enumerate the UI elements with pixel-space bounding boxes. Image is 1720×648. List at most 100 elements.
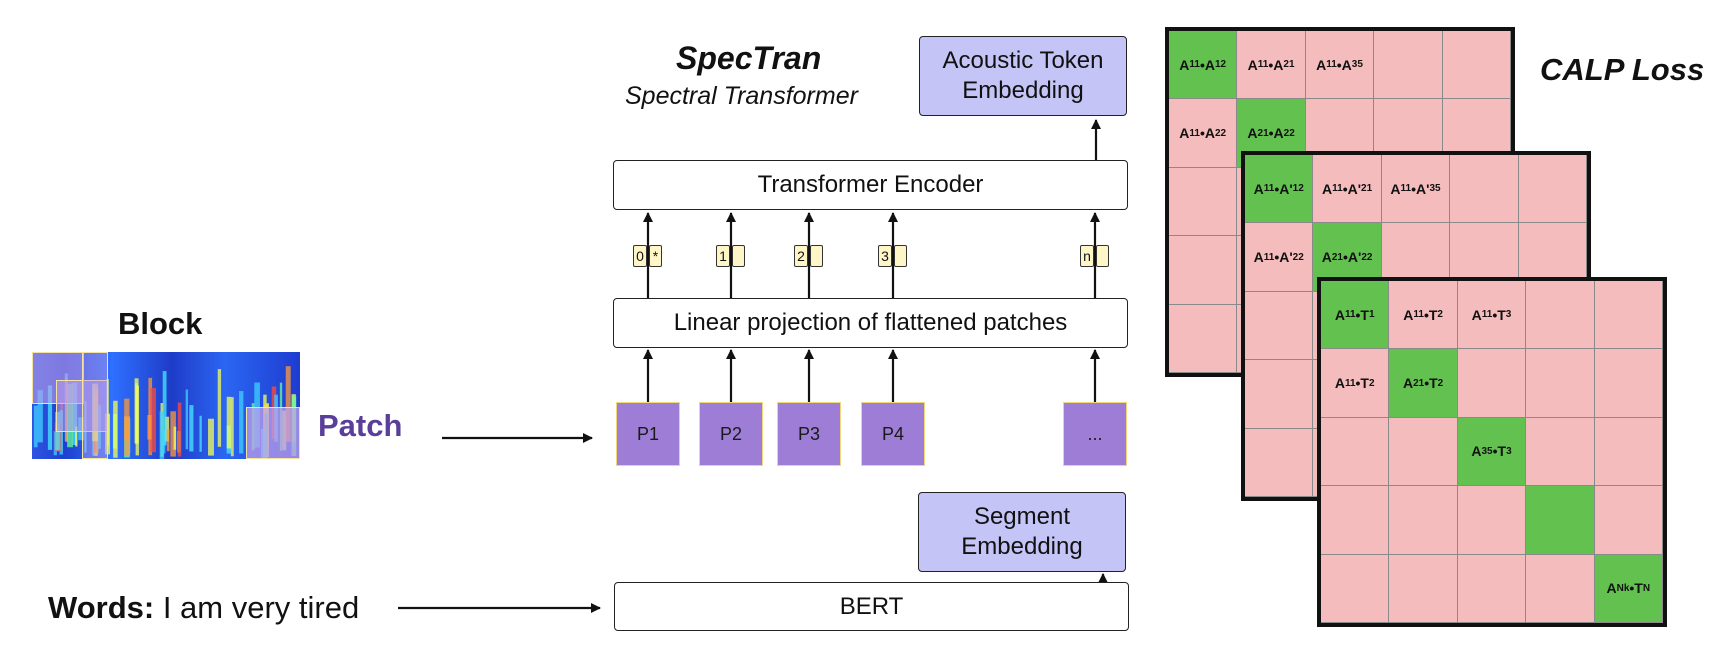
label-words: Words: I am very tired (48, 590, 359, 626)
spectrogram-band (189, 405, 194, 452)
spectrogram-band (217, 369, 222, 447)
matrix-cell (1594, 281, 1663, 350)
matrix-cell (1169, 236, 1238, 305)
spectrogram-band (226, 396, 232, 449)
position-token-1: 0 (633, 245, 647, 267)
matrix-cell (1389, 417, 1458, 487)
matrix-cell (1526, 417, 1595, 487)
spectrogram-band (230, 397, 234, 457)
matrix-cell (1321, 554, 1390, 623)
token-embedding-3 (810, 245, 823, 267)
matrix-cell (1245, 360, 1314, 429)
matrix-cell (1594, 486, 1663, 555)
position-token-3: 2 (794, 245, 808, 267)
matrix-cell (1594, 417, 1663, 487)
label-words-prefix: Words: (48, 590, 155, 625)
spectrogram-band (285, 366, 291, 442)
segment-embedding-box: Segment Embedding (918, 492, 1126, 572)
patch-4: P4 (861, 402, 925, 466)
matrix-cell (1169, 167, 1238, 237)
acoustic-token-embedding-box: Acoustic Token Embedding (919, 36, 1127, 116)
spectrogram-band (166, 429, 170, 452)
spectrogram-band (208, 418, 214, 456)
bert-box: BERT (614, 582, 1129, 631)
matrix-cell (1450, 155, 1519, 224)
matrix-cell (1245, 428, 1314, 497)
spectrogram-band (47, 385, 53, 450)
matrix-cell (1518, 155, 1587, 224)
spectrogram-block (32, 352, 300, 459)
spectrogram-band (164, 416, 170, 442)
patch-5: ... (1063, 402, 1127, 466)
patch-3: P3 (777, 402, 841, 466)
label-patch: Patch (318, 408, 403, 443)
spectrogram-band (33, 405, 38, 448)
label-words-text: I am very tired (162, 590, 360, 625)
transformer-encoder-box: Transformer Encoder (613, 160, 1128, 210)
token-embedding-5 (1096, 245, 1109, 267)
patch-1: P1 (616, 402, 680, 466)
linear-projection-box: Linear projection of flattened patches (613, 298, 1128, 348)
matrix-cell (1389, 554, 1458, 623)
patch-2: P2 (699, 402, 763, 466)
token-embedding-4 (894, 245, 907, 267)
spectrogram-band (199, 415, 202, 452)
patch-overlay-3 (82, 352, 108, 459)
label-block: Block (118, 306, 203, 341)
position-token-2: 1 (716, 245, 730, 267)
position-token-5: n (1080, 245, 1094, 267)
matrix-cell (1526, 486, 1595, 555)
title-spectran: SpecTran (676, 40, 822, 76)
token-embedding-2 (732, 245, 745, 267)
matrix-cell (1526, 349, 1595, 418)
matrix-cell (1245, 291, 1314, 361)
matrix-cell (1321, 486, 1390, 555)
matrix-cell (1457, 486, 1527, 555)
matrix-cell (1389, 486, 1458, 555)
class-token: * (649, 245, 662, 267)
matrix-cell (1321, 417, 1390, 487)
spectrogram-band (185, 389, 189, 450)
arrows-patches-to-projection (643, 349, 1100, 402)
spectrogram-band (150, 387, 156, 453)
spectrogram-band (75, 426, 78, 447)
matrix-cell (1594, 349, 1663, 418)
spectrogram-band (113, 400, 118, 458)
spectrogram-band (239, 391, 244, 454)
spectrogram-band (173, 426, 177, 450)
spectrogram-band (162, 371, 167, 446)
matrix-cell (1374, 31, 1443, 100)
spectrogram-band (59, 410, 64, 455)
title-calp-loss: CALP Loss (1540, 52, 1705, 87)
spectrogram-band (159, 411, 165, 459)
spectrogram-band (37, 390, 43, 443)
matrix-cell (1526, 281, 1595, 350)
matrix-cell (1526, 554, 1595, 623)
matrix-cell (1457, 554, 1527, 623)
matrix-cell (1169, 304, 1238, 373)
matrix-cell (1457, 349, 1527, 418)
title-spectral-transformer: Spectral Transformer (625, 82, 858, 110)
spectrogram-band (170, 411, 176, 457)
spectrogram-band (177, 402, 182, 457)
patch-overlay-4 (246, 407, 300, 459)
matrix-cell (1442, 31, 1511, 100)
position-token-4: 3 (878, 245, 892, 267)
